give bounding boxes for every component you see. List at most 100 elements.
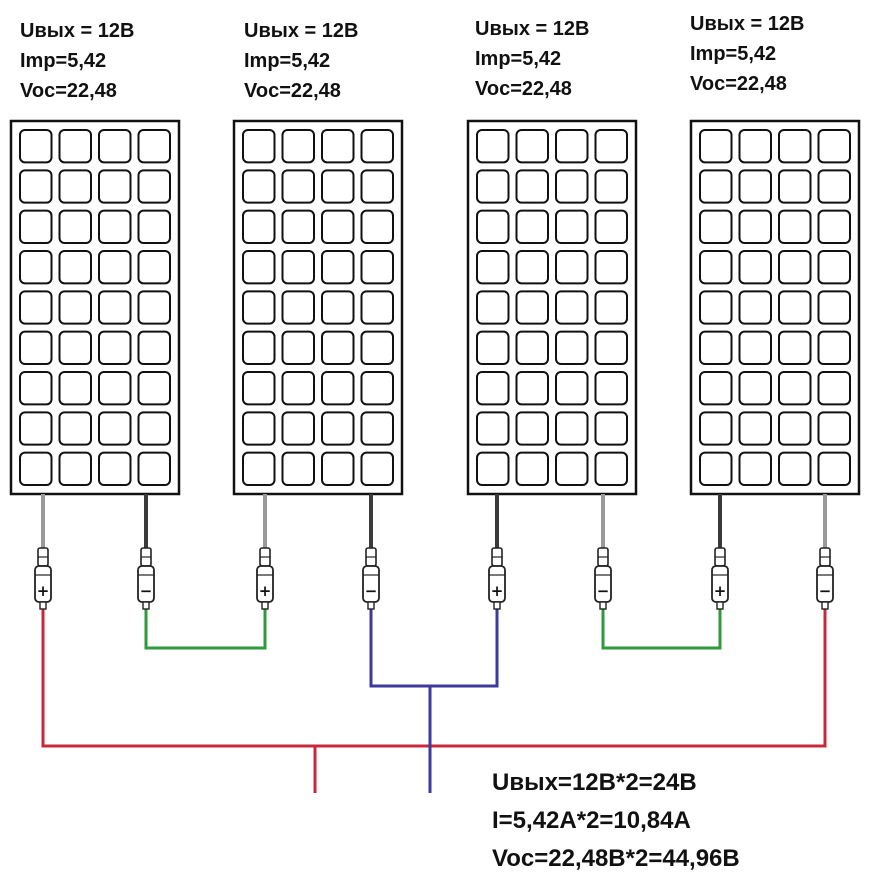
panel-cell [281, 169, 315, 204]
panel-cell [778, 411, 812, 446]
positive-wire [41, 608, 827, 748]
panel-cell [476, 169, 510, 204]
panel-cell [699, 411, 733, 446]
panel-cell [321, 451, 355, 486]
panel-cell [242, 129, 276, 164]
panel-3-specs: Uвых = 12В Imp=5,42 Voc=22,48 [475, 14, 589, 104]
panel-cell [699, 169, 733, 204]
panel-cell [360, 129, 394, 164]
panel-cell [58, 411, 92, 446]
panel-cell [699, 209, 733, 245]
panel-cell [699, 129, 733, 164]
panel-cell [98, 290, 132, 325]
panel-2-imp: Imp=5,42 [244, 50, 331, 72]
panel-cell [137, 411, 171, 446]
panel-cell [515, 330, 549, 365]
panel-cell [360, 411, 394, 446]
panel-cell [98, 169, 132, 204]
solar-panel-1 [9, 119, 181, 496]
panel-leads [41, 494, 827, 548]
panel-cell [515, 451, 549, 486]
panel-1-specs: Uвых = 12В Imp=5,42 Voc=22,48 [20, 16, 134, 106]
panel-cell [137, 371, 171, 406]
total-voc: Voc=22,48В*2=44,96В [492, 845, 740, 872]
panel-cell [778, 371, 812, 406]
connector-tail [821, 601, 829, 610]
mc4-connector-minus: − [594, 547, 612, 610]
panel-cell [738, 129, 772, 164]
panel-cell [778, 209, 812, 245]
panel-cell [321, 209, 355, 245]
panel-cell [360, 250, 394, 285]
panel-cell [476, 129, 510, 164]
panel-cell [778, 129, 812, 164]
panel-cell [19, 290, 53, 325]
panel-cell [476, 250, 510, 285]
panel-cell [281, 330, 315, 365]
panel-cell [817, 250, 851, 285]
panel-cell [817, 411, 851, 446]
panel-cell [58, 371, 92, 406]
panel-cell [594, 209, 628, 245]
panel-cell [58, 290, 92, 325]
panel-cell [738, 371, 772, 406]
panel-cell [699, 290, 733, 325]
panel-cell [98, 209, 132, 245]
panel-cell [594, 330, 628, 365]
panel-cell [515, 371, 549, 406]
panel-4-specs: Uвых = 12В Imp=5,42 Voc=22,48 [690, 9, 804, 99]
panel-cell [360, 209, 394, 245]
panel-cell [19, 250, 53, 285]
series-link-right [601, 608, 722, 650]
panel-cell [738, 250, 772, 285]
mc4-connector-plus: + [34, 547, 52, 610]
connector-polarity-minus: − [140, 582, 153, 600]
panel-1-voltage: Uвых = 12В [20, 20, 135, 42]
panel-cell [281, 411, 315, 446]
panel-cell [738, 209, 772, 245]
panel-cell [738, 290, 772, 325]
panel-cell [58, 330, 92, 365]
panel-cell [778, 451, 812, 486]
panel-cell [98, 411, 132, 446]
panel-cell [476, 411, 510, 446]
panel-cell [360, 290, 394, 325]
panel-2-voc: Voc=22,48 [244, 80, 341, 102]
panel-cell [515, 411, 549, 446]
panel-cell [19, 209, 53, 245]
panel-cell [594, 169, 628, 204]
panel-cell [58, 169, 92, 204]
panel-cell [594, 250, 628, 285]
panel-cell [476, 290, 510, 325]
total-voltage: Uвых=12В*2=24В [492, 769, 697, 796]
panel-cell [321, 250, 355, 285]
panel-cell [476, 451, 510, 486]
solar-panel-3 [466, 119, 638, 496]
connector-tail [367, 601, 375, 610]
panel-cell [515, 290, 549, 325]
panel-cell [778, 169, 812, 204]
panel-cell [817, 451, 851, 486]
panel-cell [515, 169, 549, 204]
panel-cell [817, 330, 851, 365]
panel-cell [242, 169, 276, 204]
panel-cell [19, 129, 53, 164]
panel-3-voltage: Uвых = 12В [475, 18, 590, 40]
connector-tail [39, 601, 47, 610]
panel-cell [555, 451, 589, 486]
connectors: +−+−+−+− [34, 547, 834, 610]
panel-cell [242, 250, 276, 285]
panel-cell [817, 290, 851, 325]
connector-polarity-plus: + [37, 582, 50, 600]
panel-cell [360, 169, 394, 204]
panel-cell [360, 330, 394, 365]
panel-cell [98, 250, 132, 285]
panel-cell [242, 209, 276, 245]
mc4-connector-plus: + [711, 547, 729, 610]
panel-cell [281, 209, 315, 245]
connector-polarity-plus: + [714, 582, 727, 600]
solar-panel-4 [689, 119, 861, 496]
panel-cell [778, 290, 812, 325]
solar-panels [9, 119, 861, 496]
panel-cell [281, 371, 315, 406]
